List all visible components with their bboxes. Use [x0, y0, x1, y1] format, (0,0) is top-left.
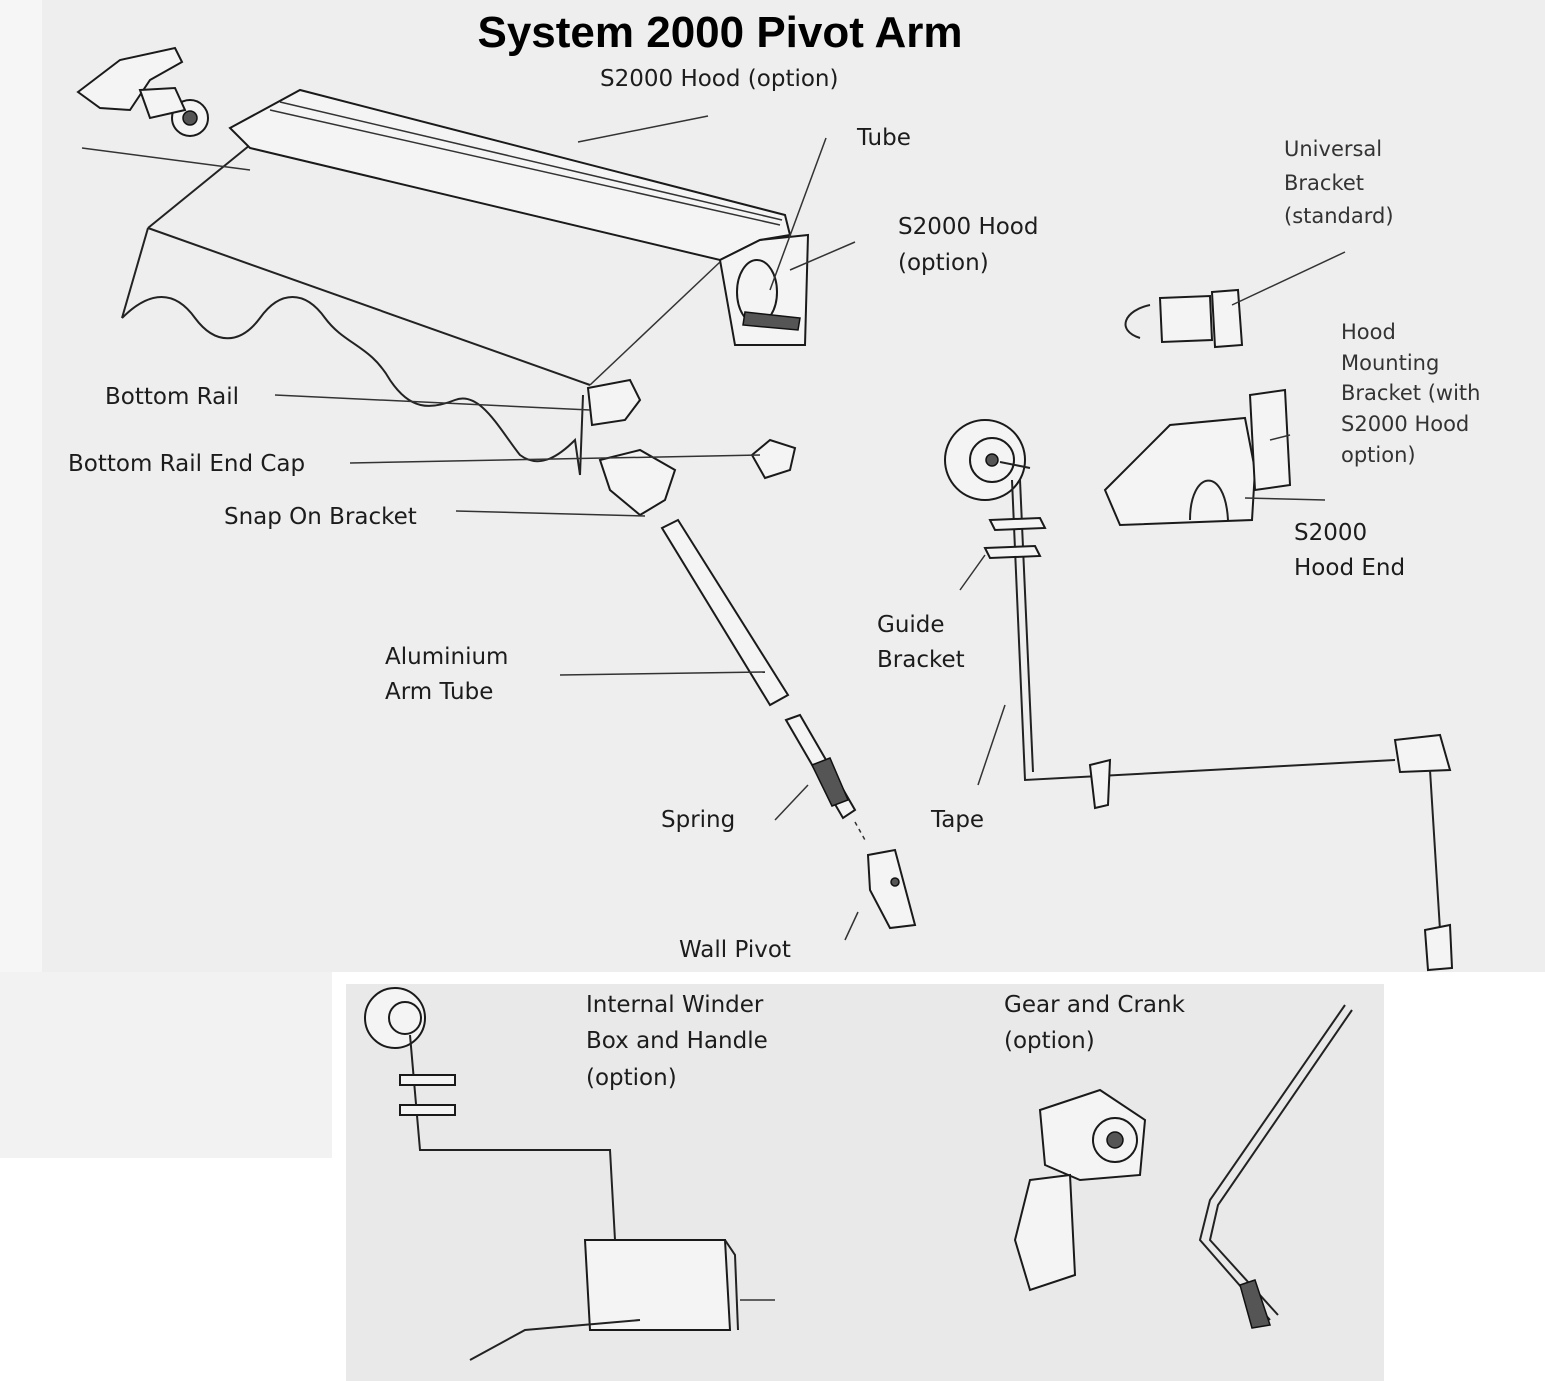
- diagram-title: System 2000 Pivot Arm: [477, 8, 963, 57]
- label-gear-line1: Gear and Crank: [1004, 992, 1185, 1018]
- bracket-parts-illustration: [1103, 288, 1292, 527]
- label-mounting-line3: Bracket (with: [1341, 381, 1481, 405]
- label-guide-line1: Guide: [877, 612, 945, 638]
- label-hood-end-line2: Hood End: [1294, 555, 1406, 581]
- label-mounting-line1: Hood: [1341, 320, 1396, 344]
- label-winder-line1: Internal Winder: [586, 992, 764, 1018]
- label-hood-side-line2: (option): [898, 250, 989, 276]
- label-mounting-line4: S2000 Hood: [1341, 412, 1470, 436]
- label-universal-line1: Universal: [1284, 137, 1383, 161]
- label-winder-line3: (option): [586, 1065, 677, 1091]
- label-hood-top: S2000 Hood (option): [600, 66, 839, 92]
- awning-canopy-illustration: [81, 144, 591, 476]
- leader-lines: [274, 115, 1346, 941]
- background-strip: [0, 0, 42, 972]
- label-arm-tube-line1: Aluminium: [385, 644, 509, 670]
- label-guide-line2: Bracket: [877, 647, 965, 673]
- label-arm-tube-line2: Arm Tube: [385, 679, 494, 705]
- label-spring: Spring: [661, 807, 736, 833]
- label-hood-side-line1: S2000 Hood: [898, 214, 1039, 240]
- label-tube: Tube: [857, 125, 911, 151]
- label-gear-line2: (option): [1004, 1028, 1095, 1054]
- arm-assembly-illustration: [660, 518, 917, 930]
- diagram-background: [42, 0, 1545, 972]
- winder-tape-illustration: [944, 419, 1454, 972]
- internal-winder-illustration: [364, 987, 775, 1361]
- lower-left-background: [0, 972, 332, 1158]
- options-panel-background: [346, 984, 1384, 1381]
- label-mounting-line5: option): [1341, 443, 1416, 467]
- label-universal-line3: (standard): [1284, 204, 1394, 228]
- label-wall-pivot: Wall Pivot: [679, 937, 791, 963]
- gear-and-crank-illustration: [1013, 1004, 1353, 1329]
- label-bottom-rail-end-cap: Bottom Rail End Cap: [68, 451, 306, 477]
- bottom-rail-parts-illustration: [586, 378, 797, 517]
- label-mounting-line2: Mounting: [1341, 351, 1440, 375]
- label-tape: Tape: [931, 807, 985, 833]
- label-hood-end-line1: S2000: [1294, 520, 1368, 546]
- top-gear-assembly-illustration: [76, 46, 209, 137]
- hood-and-tube-illustration: [228, 88, 810, 386]
- label-universal-line2: Bracket: [1284, 171, 1365, 195]
- label-snap-on-bracket: Snap On Bracket: [224, 504, 417, 530]
- label-winder-line2: Box and Handle: [586, 1028, 768, 1054]
- label-bottom-rail: Bottom Rail: [105, 384, 240, 410]
